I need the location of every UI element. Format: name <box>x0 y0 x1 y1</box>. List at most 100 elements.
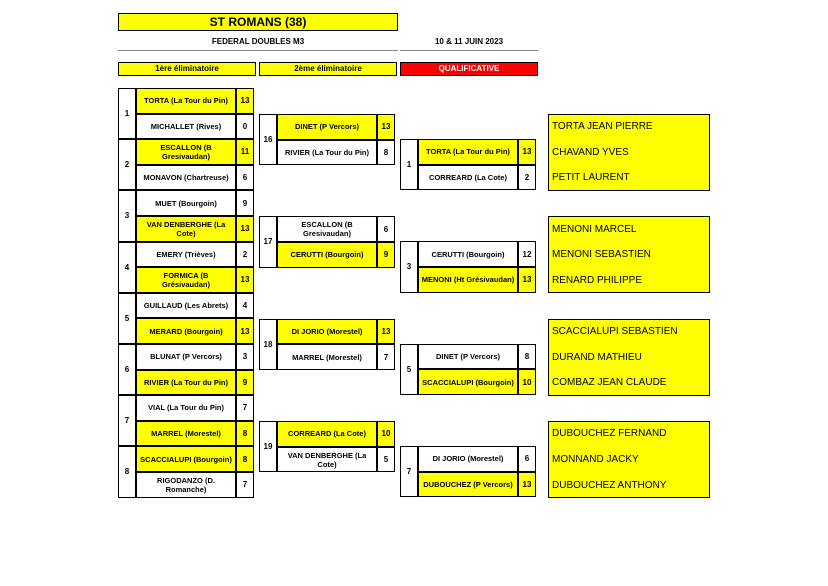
qualified-player: MENONI MARCEL <box>552 223 637 235</box>
qualified-player: SCACCIALUPI SEBASTIEN <box>552 326 678 338</box>
round-2-header: 2ème éliminatoire <box>259 62 397 76</box>
divider-left <box>118 50 398 51</box>
team-score: 9 <box>377 242 395 268</box>
team-score: 10 <box>518 369 536 395</box>
match-number: 5 <box>118 292 136 344</box>
team-score: 8 <box>377 139 395 166</box>
match-number: 3 <box>118 190 136 242</box>
team-score: 9 <box>236 190 254 216</box>
qualified-player: RENARD PHILIPPE <box>552 274 643 286</box>
team-score: 13 <box>236 216 254 242</box>
team-name: DI JORIO (Morestel) <box>418 446 518 472</box>
match-number: 7 <box>400 446 418 498</box>
match-number: 8 <box>118 446 136 498</box>
team-name: DINET (P Vercors) <box>418 343 518 370</box>
team-score: 8 <box>236 420 254 447</box>
round-3-header: QUALIFICATIVE <box>400 62 538 76</box>
competition-name: FEDERAL DOUBLES M3 <box>211 37 305 46</box>
team-score: 7 <box>236 395 254 421</box>
team-name: VAN DENBERGHE (La Cote) <box>136 216 236 242</box>
team-score: 3 <box>236 344 254 370</box>
qualified-player: DURAND MATHIEU <box>552 351 642 363</box>
match-number: 1 <box>118 88 136 140</box>
qualified-player: CHAVAND YVES <box>552 146 629 158</box>
qualified-player: COMBAZ JEAN CLAUDE <box>552 377 667 389</box>
team-name: MENONI (Ht Grésivaudan) <box>418 267 518 293</box>
team-name: DI JORIO (Morestel) <box>277 318 377 345</box>
qualified-player: MENONI SEBASTIEN <box>552 249 651 261</box>
team-score: 7 <box>236 472 254 498</box>
team-name: RIVIER (La Tour du Pin) <box>277 139 377 166</box>
match-number: 2 <box>118 139 136 191</box>
qualified-player: TORTA JEAN PIERRE <box>552 121 653 133</box>
team-score: 9 <box>236 369 254 396</box>
team-score: 13 <box>236 88 254 114</box>
qualified-player: PETIT LAURENT <box>552 172 630 184</box>
team-score: 13 <box>377 114 395 140</box>
team-score: 13 <box>377 318 395 345</box>
team-name: MARREL (Morestel) <box>136 420 236 447</box>
match-number: 17 <box>259 216 277 268</box>
team-name: TORTA (La Tour du Pin) <box>136 88 236 114</box>
team-name: VIAL (La Tour du Pin) <box>136 395 236 421</box>
team-score: 13 <box>518 139 536 165</box>
team-name: TORTA (La Tour du Pin) <box>418 139 518 165</box>
team-score: 13 <box>518 471 536 498</box>
round-1-header: 1ère éliminatoire <box>118 62 256 76</box>
team-name: FORMICA (B Grésivaudan) <box>136 267 236 293</box>
qualified-team <box>548 421 710 498</box>
match-number: 1 <box>400 139 418 191</box>
qualified-player: DUBOUCHEZ ANTHONY <box>552 479 667 491</box>
team-name: CERUTTI (Bourgoin) <box>277 242 377 268</box>
team-score: 10 <box>377 421 395 447</box>
team-score: 7 <box>377 344 395 370</box>
match-number: 16 <box>259 114 277 166</box>
team-name: CERUTTI (Bourgoin) <box>418 241 518 267</box>
team-score: 13 <box>518 267 536 293</box>
qualified-team <box>548 114 710 191</box>
match-number: 6 <box>118 344 136 396</box>
team-score: 13 <box>236 318 254 344</box>
team-name: CORREARD (La Cote) <box>418 164 518 191</box>
team-name: ESCALLON (B Gresivaudan) <box>277 216 377 242</box>
team-score: 8 <box>518 343 536 370</box>
team-name: MARREL (Morestel) <box>277 344 377 370</box>
team-score: 8 <box>236 446 254 472</box>
team-score: 6 <box>236 164 254 191</box>
team-name: MONAVON (Chartreuse) <box>136 164 236 191</box>
qualified-team <box>548 318 710 396</box>
team-name: MERARD (Bourgoin) <box>136 318 236 344</box>
team-score: 12 <box>518 241 536 267</box>
team-score: 2 <box>236 241 254 268</box>
team-score: 0 <box>236 113 254 140</box>
team-name: RIVIER (La Tour du Pin) <box>136 369 236 396</box>
qualified-player: MONNAND JACKY <box>552 454 639 466</box>
match-number: 5 <box>400 343 418 395</box>
team-name: DINET (P Vercors) <box>277 114 377 140</box>
team-name: EMERY (Trièves) <box>136 241 236 268</box>
match-number: 18 <box>259 318 277 370</box>
team-name: GUILLAUD (Les Abrets) <box>136 292 236 319</box>
team-name: MUET (Bourgoin) <box>136 190 236 216</box>
team-score: 5 <box>377 446 395 473</box>
team-name: SCACCIALUPI (Bourgoin) <box>136 446 236 472</box>
team-name: MICHALLET (Rives) <box>136 113 236 140</box>
team-name: BLUNAT (P Vercors) <box>136 344 236 370</box>
match-number: 4 <box>118 241 136 293</box>
event-dates: 10 & 11 JUIN 2023 <box>434 37 504 46</box>
match-number: 19 <box>259 421 277 473</box>
team-score: 6 <box>518 446 536 472</box>
qualified-player: DUBOUCHEZ FERNAND <box>552 428 667 440</box>
team-name: RIGODANZO (D. Romanche) <box>136 472 236 498</box>
team-name: DUBOUCHEZ (P Vercors) <box>418 471 518 498</box>
team-name: VAN DENBERGHE (La Cote) <box>277 446 377 473</box>
team-score: 11 <box>236 139 254 165</box>
team-score: 4 <box>236 292 254 319</box>
qualified-team <box>548 216 710 294</box>
team-score: 13 <box>236 267 254 293</box>
divider-right <box>400 50 538 51</box>
team-name: SCACCIALUPI (Bourgoin) <box>418 369 518 395</box>
match-number: 7 <box>118 395 136 447</box>
team-name: ESCALLON (B Gresivaudan) <box>136 139 236 165</box>
match-number: 3 <box>400 241 418 293</box>
